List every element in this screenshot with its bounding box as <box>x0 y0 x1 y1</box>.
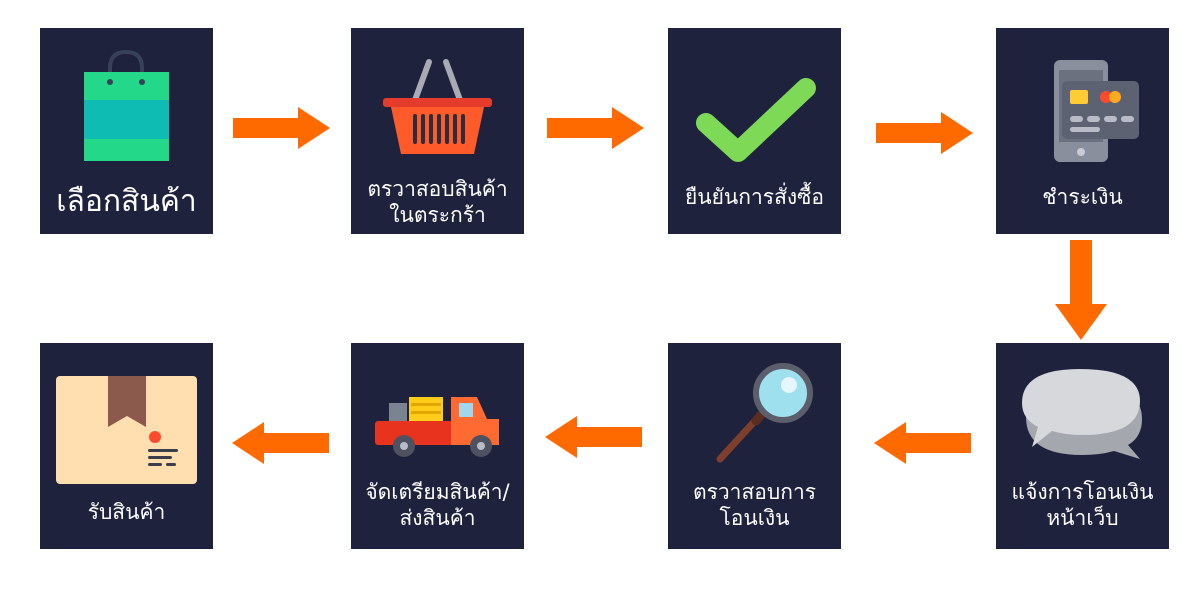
step-label-line1: ตรวาสอบการ <box>692 480 817 504</box>
arrow-left-icon <box>543 414 645 460</box>
step-notify-transfer: แจ้งการโอนเงิน หน้าเว็บ <box>996 343 1169 549</box>
step-label-line2: ส่งสินค้า <box>399 506 476 530</box>
step-label: ชำระเงิน <box>1042 185 1123 209</box>
step-label: ยืนยันการสั่งซื้อ <box>684 185 825 209</box>
step-payment: ชำระเงิน <box>996 28 1169 234</box>
step-select-product: เลือกสินค้า <box>40 28 213 234</box>
step-label-line2: ในตระกร้า <box>389 203 486 227</box>
step-label-line1: ตรวาสอบสินค้า <box>367 177 508 201</box>
arrow-down-icon <box>1053 238 1109 342</box>
arrow-right-icon <box>873 110 975 156</box>
basket-icon <box>351 28 524 178</box>
mobile-payment-icon <box>996 28 1169 178</box>
arrow-left-icon <box>872 420 974 466</box>
step-prepare-ship: จัดเตรียมสินค้า/ ส่งสินค้า <box>351 343 524 549</box>
speech-bubbles-icon <box>996 343 1169 493</box>
step-label-line2: หน้าเว็บ <box>1046 506 1119 530</box>
arrow-left-icon <box>230 420 332 466</box>
shopping-bag-icon <box>40 28 213 178</box>
step-review-cart: ตรวาสอบสินค้า ในตระกร้า <box>351 28 524 234</box>
step-label-line1: จัดเตรียมสินค้า/ <box>365 480 510 504</box>
step-label: เลือกสินค้า <box>56 184 197 219</box>
step-label-line1: แจ้งการโอนเงิน <box>1011 480 1154 504</box>
parcel-box-icon <box>40 343 213 493</box>
delivery-truck-icon <box>351 343 524 493</box>
step-receive-product: รับสินค้า <box>40 343 213 549</box>
step-confirm-order: ยืนยันการสั่งซื้อ <box>668 28 841 234</box>
step-label: รับสินค้า <box>87 500 166 524</box>
magnifier-icon <box>668 343 841 493</box>
step-verify-transfer: ตรวาสอบการ โอนเงิน <box>668 343 841 549</box>
step-label-line2: โอนเงิน <box>719 506 790 530</box>
arrow-right-icon <box>544 105 646 151</box>
arrow-right-icon <box>230 105 332 151</box>
checkmark-icon <box>668 28 841 178</box>
